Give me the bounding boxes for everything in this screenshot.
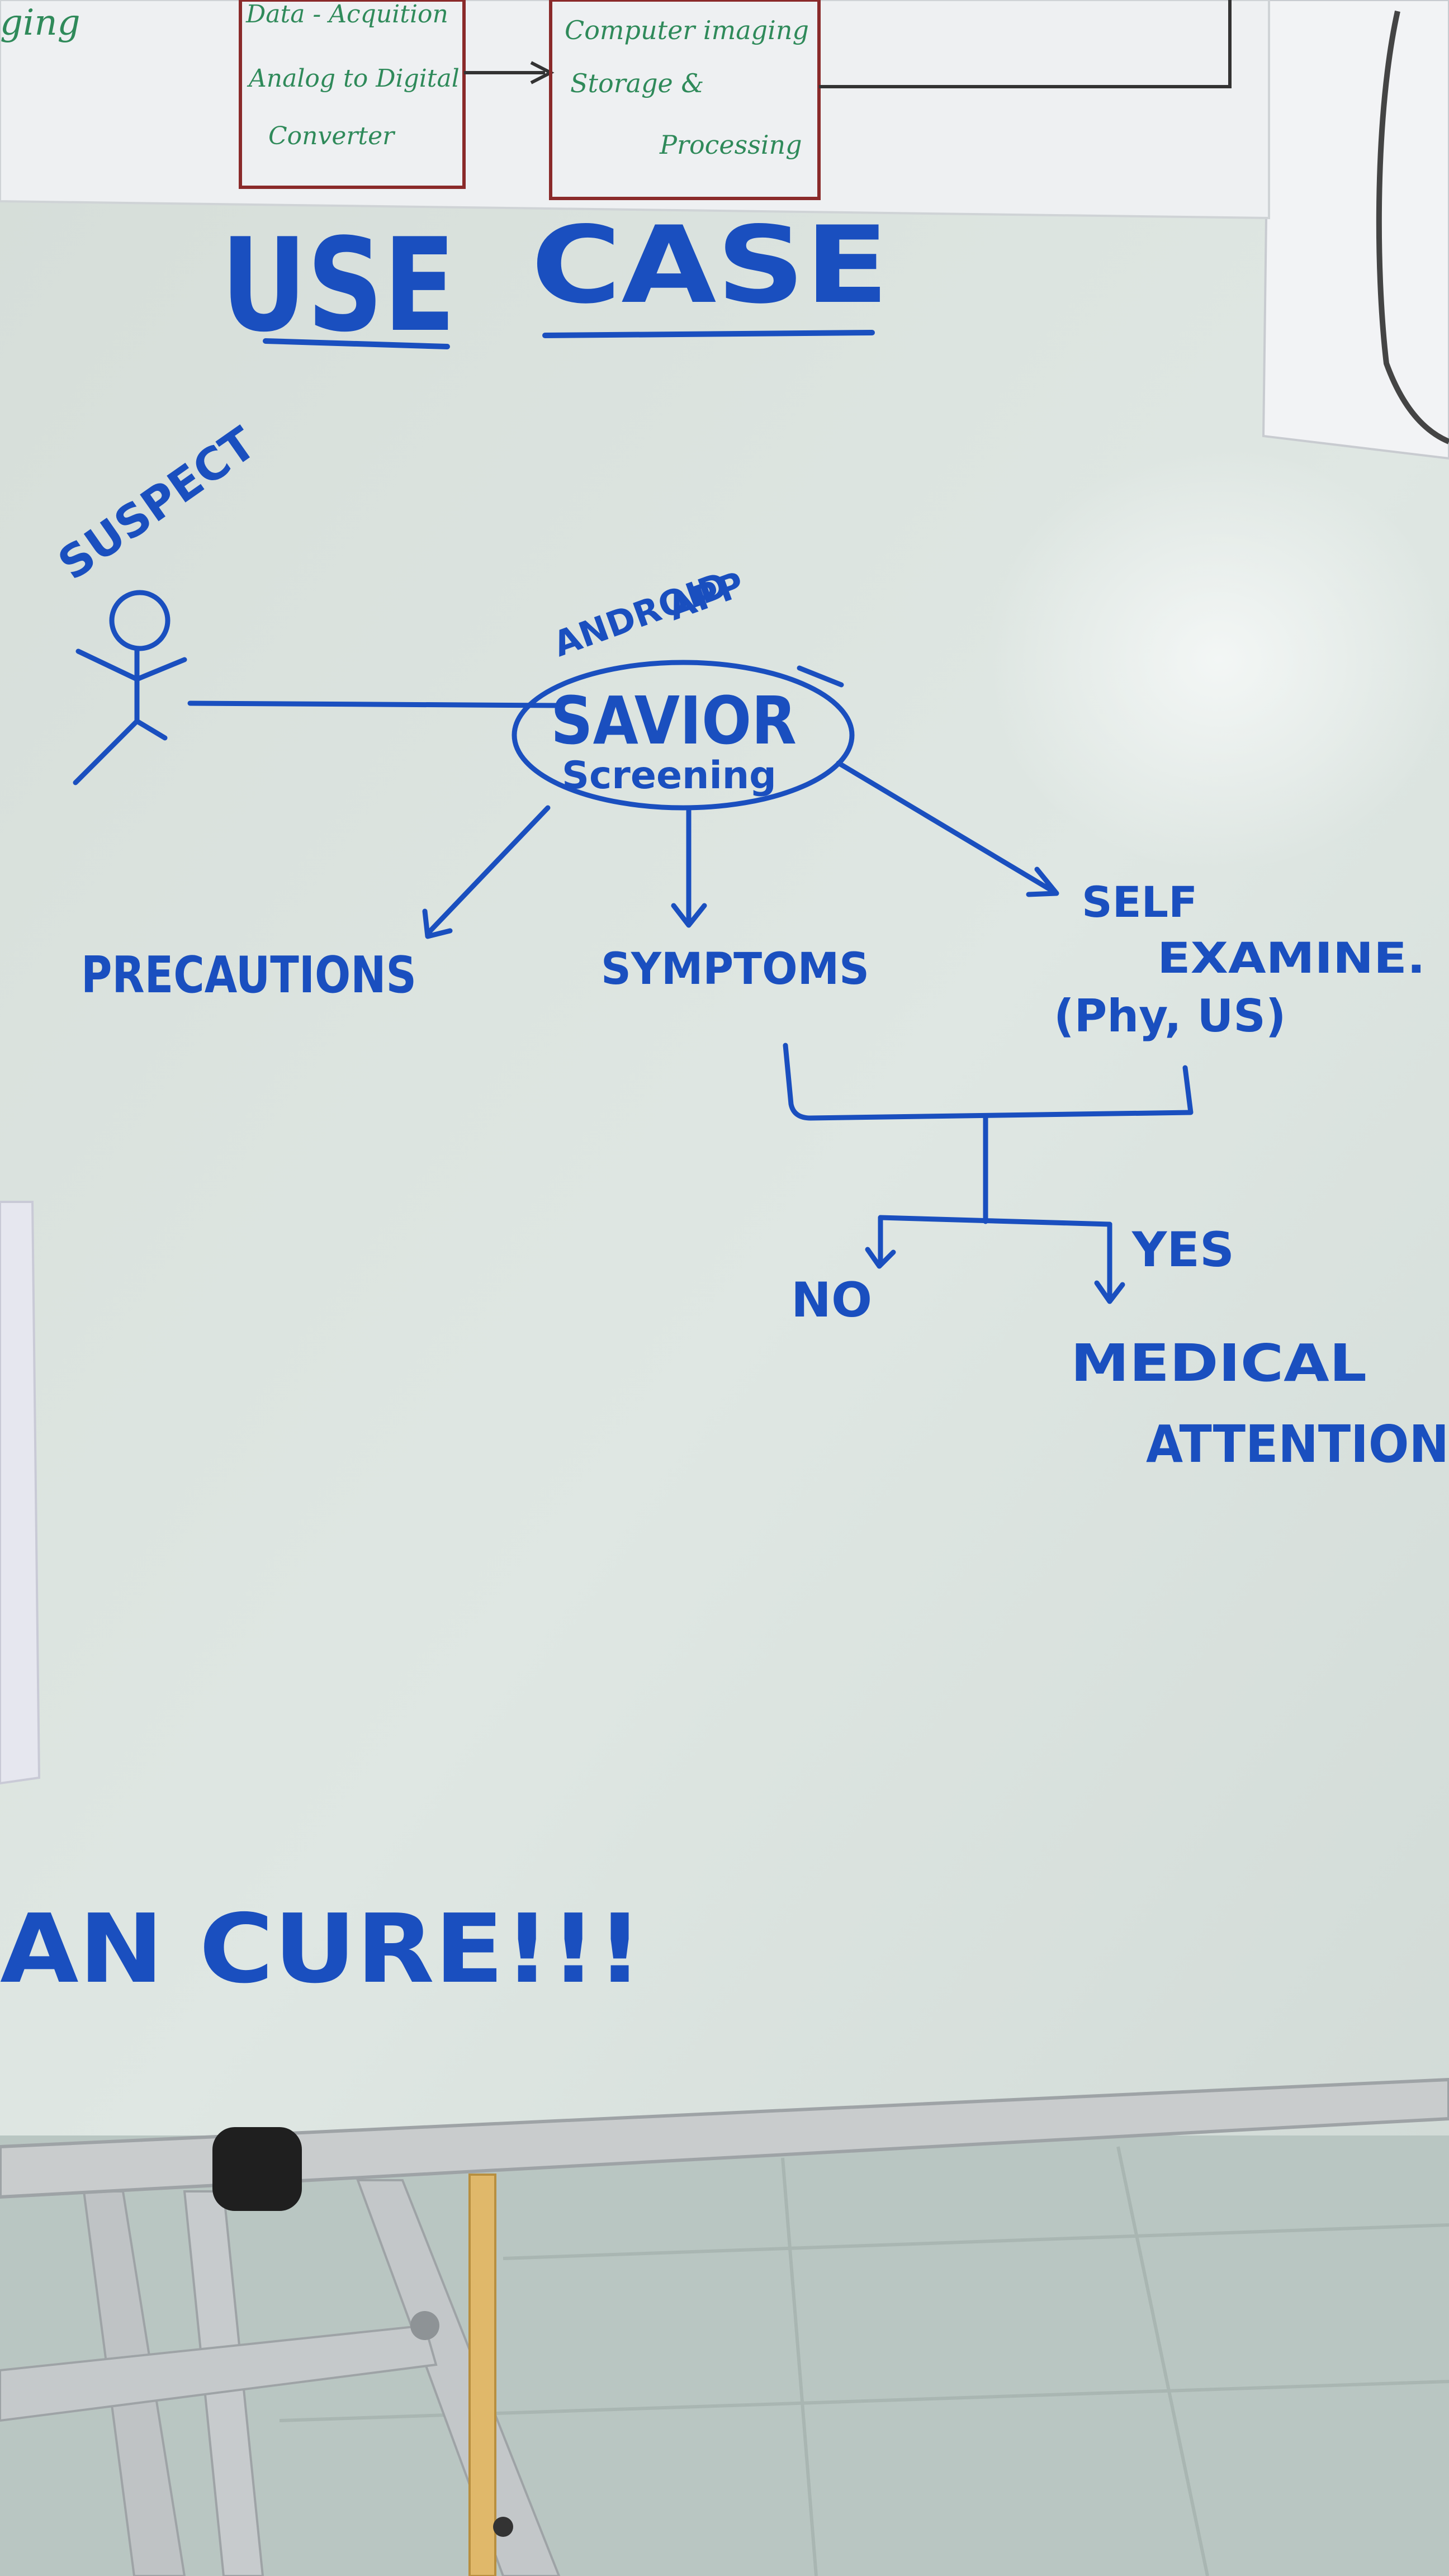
branch-precautions: PRECAUTIONS: [81, 946, 416, 1005]
decision-split: [878, 1215, 1112, 1227]
paper-box1-line3: Converter: [268, 122, 396, 150]
outcome-no: NO: [791, 1272, 872, 1328]
branch-self-line2: EXAMINE.: [1157, 933, 1426, 983]
arrow-to-self-examine: [836, 760, 1057, 894]
paper-box2-line1: Computer imaging: [565, 15, 809, 45]
title-underline-2: [542, 330, 875, 338]
system-title: SAVIOR: [551, 682, 797, 759]
marker-tray-clip: [212, 2127, 302, 2211]
outcome-yes: YES: [1131, 1222, 1234, 1278]
system-subtitle: Screening: [562, 754, 776, 798]
paper-left-fragment: ging: [0, 2, 80, 44]
branch-self-line3: (Phy, US): [1054, 990, 1286, 1042]
title-underline-1: [263, 338, 450, 349]
right-white-object: [1262, 0, 1449, 460]
board-stand: [0, 2174, 561, 2576]
branch-self-line1: SELF: [1082, 877, 1197, 927]
paper-box2-line2: Storage &: [570, 68, 704, 98]
branch-symptoms: SYMPTOMS: [601, 944, 869, 995]
paper-box1-line1: Data - Acquition: [245, 0, 448, 29]
outcome-medical-line1: MEDICAL: [1071, 1333, 1367, 1393]
bottom-slogan: AN CURE!!!: [0, 1894, 643, 2005]
top-paper-chart: ging Data - Acquition Analog to Digital …: [0, 0, 1270, 220]
outcome-medical-line2: ATTENTION: [1146, 1414, 1449, 1474]
board-frame-bottom: [0, 2077, 1449, 2199]
left-paper-sheet: [0, 1201, 41, 1785]
system-ellipse: [512, 660, 855, 811]
paper-box1-line2: Analog to Digital: [247, 64, 460, 93]
title-use: USE: [221, 211, 456, 361]
light-glare: [984, 447, 1449, 872]
actor-association-line: [187, 700, 562, 708]
paper-box2-line3: Processing: [659, 130, 802, 160]
arrow-to-precautions: [425, 805, 551, 936]
actor-stick-figure: [73, 590, 187, 785]
title-case: CASE: [531, 203, 889, 327]
decision-bracket: [783, 1043, 1194, 1121]
use-case-diagram: [73, 330, 1194, 1304]
